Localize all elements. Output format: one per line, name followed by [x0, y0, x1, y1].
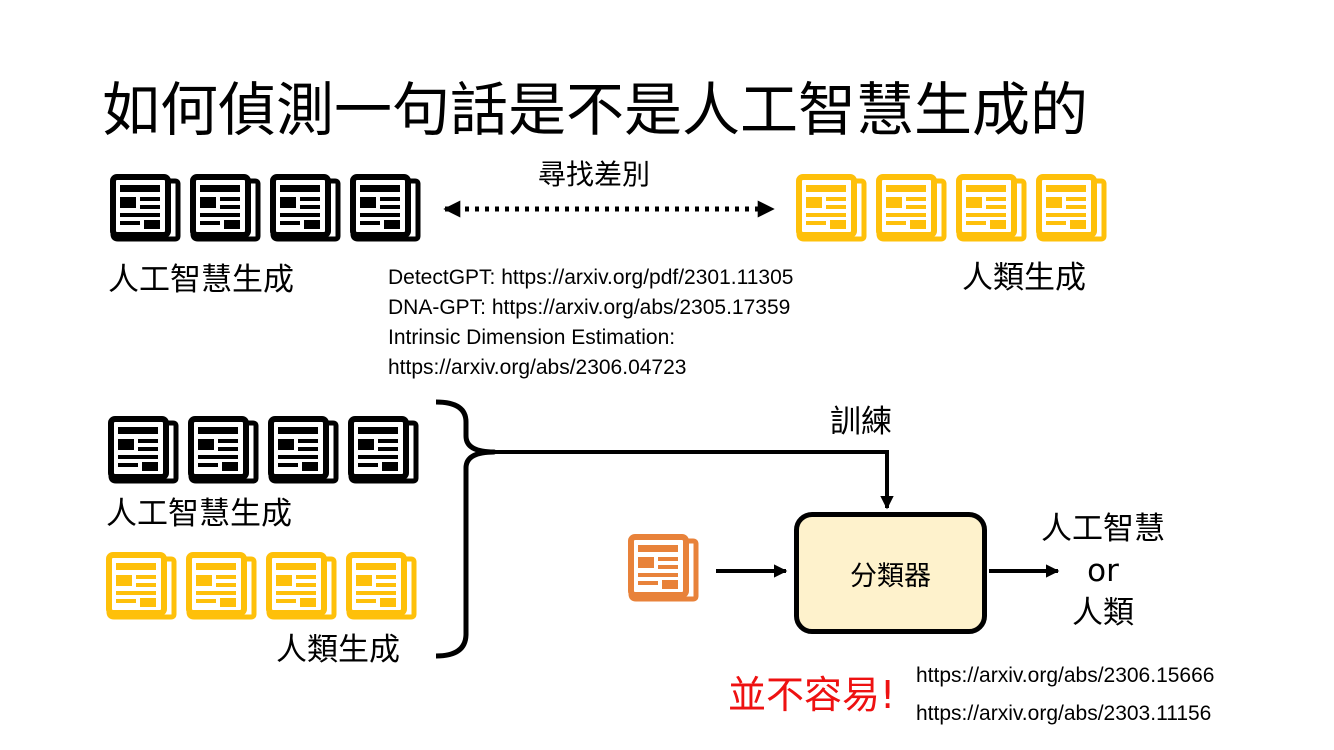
training-label: 訓練 — [830, 404, 892, 440]
top-human-label: 人類生成 — [962, 260, 1086, 296]
newspaper-icon — [349, 555, 414, 617]
newspaper-icon — [879, 177, 944, 239]
reference-dnagpt: DNA-GPT: https://arxiv.org/abs/2305.1735… — [388, 296, 791, 319]
output-ai: 人工智慧 — [1041, 511, 1165, 547]
page-title: 如何偵測一句話是不是人工智慧生成的 — [102, 76, 1089, 144]
newspaper-icon — [959, 177, 1024, 239]
reference-intrinsic-url: https://arxiv.org/abs/2306.04723 — [388, 356, 687, 379]
training-data-brace — [435, 399, 497, 659]
classifier-label: 分類器 — [850, 560, 931, 592]
newspaper-icon — [269, 555, 334, 617]
newspaper-icon — [353, 177, 418, 239]
input-document — [631, 537, 696, 599]
newspaper-icon — [1039, 177, 1104, 239]
reference-2306-15666: https://arxiv.org/abs/2306.15666 — [916, 664, 1215, 687]
bottom-ai-documents — [111, 419, 416, 481]
classifier-output: 人工智慧 or 人類 — [1030, 508, 1176, 634]
newspaper-icon — [271, 419, 336, 481]
training-arrow — [494, 450, 894, 510]
output-human: 人類 — [1072, 595, 1134, 631]
newspaper-icon — [631, 537, 696, 599]
difference-label: 尋找差別 — [538, 158, 651, 191]
bottom-human-documents — [109, 555, 414, 617]
not-easy-warning: 並不容易! — [728, 673, 896, 717]
bottom-human-label: 人類生成 — [276, 632, 400, 668]
reference-detectgpt: DetectGPT: https://arxiv.org/pdf/2301.11… — [388, 266, 794, 289]
newspaper-icon — [109, 555, 174, 617]
reference-2303-11156: https://arxiv.org/abs/2303.11156 — [916, 702, 1212, 725]
newspaper-icon — [189, 555, 254, 617]
output-or: or — [1087, 553, 1119, 589]
newspaper-icon — [113, 177, 178, 239]
top-ai-documents — [113, 177, 418, 239]
newspaper-icon — [193, 177, 258, 239]
newspaper-icon — [351, 419, 416, 481]
newspaper-icon — [799, 177, 864, 239]
top-human-documents — [799, 177, 1104, 239]
classifier-box: 分類器 — [794, 512, 987, 634]
newspaper-icon — [111, 419, 176, 481]
newspaper-icon — [191, 419, 256, 481]
newspaper-icon — [273, 177, 338, 239]
bottom-ai-label: 人工智慧生成 — [106, 496, 292, 532]
reference-intrinsic-title: Intrinsic Dimension Estimation: — [388, 326, 676, 349]
top-ai-label: 人工智慧生成 — [108, 262, 294, 298]
